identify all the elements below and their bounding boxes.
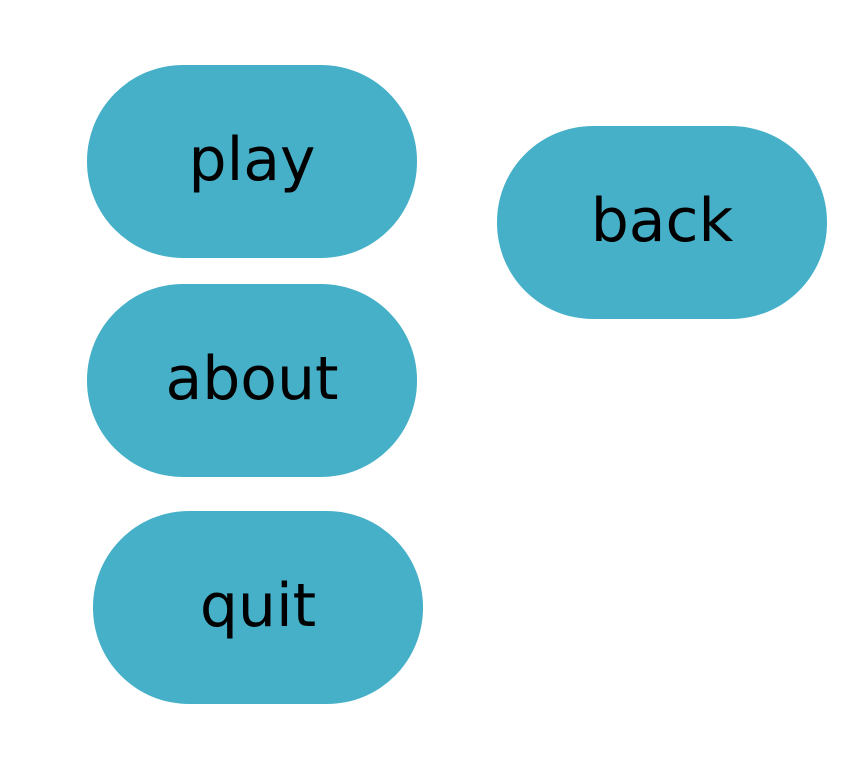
play-button[interactable]: play xyxy=(87,65,417,258)
about-button-label: about xyxy=(165,343,339,414)
quit-button[interactable]: quit xyxy=(93,511,423,704)
play-button-label: play xyxy=(188,124,316,195)
back-button[interactable]: back xyxy=(497,126,827,319)
back-button-label: back xyxy=(590,185,734,256)
about-button[interactable]: about xyxy=(87,284,417,477)
quit-button-label: quit xyxy=(199,570,317,641)
